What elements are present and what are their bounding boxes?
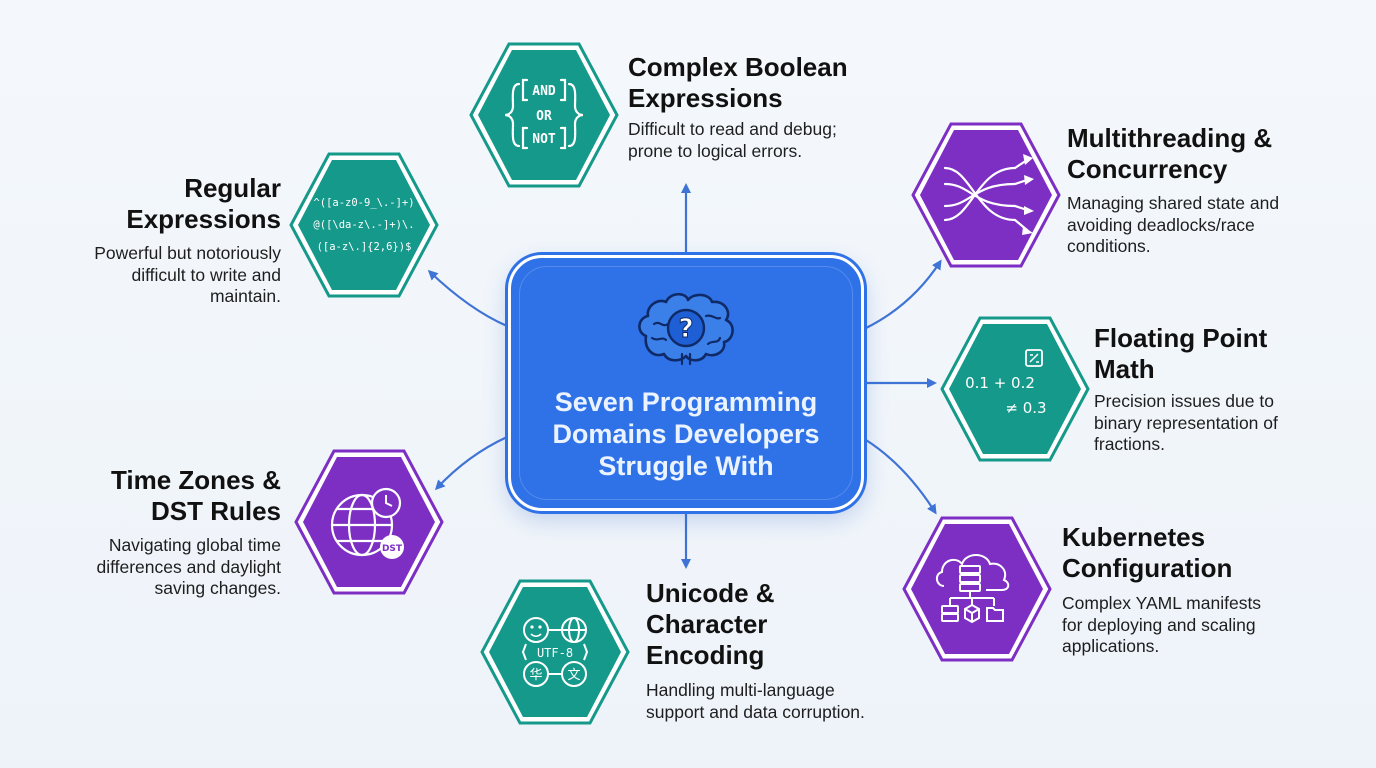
float-title-line-1: Floating Point <box>1094 323 1268 353</box>
arrow-to-timezones <box>434 436 508 491</box>
unicode-title-line-1: Unicode & <box>646 578 775 608</box>
timezones-title: Time Zones & DST Rules <box>111 465 281 527</box>
threads-hexagon <box>911 120 1061 270</box>
kubernetes-desc-line-2: for deploying and scaling <box>1062 614 1256 635</box>
unicode-title-line-2: Character <box>646 609 768 639</box>
regex-line-1: ^([a-z0-9_\.-]+) <box>313 197 414 209</box>
float-equation: 0.1 + 0.2 <box>965 374 1035 392</box>
float-result: ≠ 0.3 <box>1005 399 1046 417</box>
boolean-not-text: NOT <box>532 132 556 147</box>
unicode-glyph-1: 华 <box>529 668 542 683</box>
regex-desc-line-2: difficult to write and <box>131 264 281 285</box>
regex-title: Regular Expressions <box>126 173 281 235</box>
kubernetes-desc-line-1: Complex YAML manifests <box>1062 593 1262 613</box>
boolean-title: Complex Boolean Expressions <box>628 52 848 114</box>
float-description: Precision issues due to binary represent… <box>1094 391 1278 456</box>
boolean-title-line-2: Expressions <box>628 83 783 113</box>
timezones-desc-line-2: differences and daylight <box>96 556 281 577</box>
boolean-and-text: AND <box>532 84 556 99</box>
timezones-desc-line-1: Navigating global time <box>108 535 281 555</box>
regex-desc-line-1: Powerful but notoriously <box>94 243 281 263</box>
unicode-title-line-3: Encoding <box>646 640 765 670</box>
float-desc-line-2: binary representation of <box>1094 412 1278 433</box>
kubernetes-title-line-2: Configuration <box>1062 553 1233 583</box>
unicode-title: Unicode & Character Encoding <box>646 578 775 671</box>
boolean-hexagon: AND OR NOT <box>469 40 619 190</box>
timezones-desc-line-3: saving changes. <box>154 578 281 598</box>
kubernetes-title-line-1: Kubernetes <box>1062 522 1206 552</box>
timezones-title-line-2: DST Rules <box>150 496 281 526</box>
float-desc-line-1: Precision issues due to <box>1094 391 1274 411</box>
regex-desc-line-3: maintain. <box>209 286 281 306</box>
boolean-desc-line-1: Difficult to read and debug; <box>628 119 837 139</box>
cloud-cluster-icon <box>902 514 1052 664</box>
kubernetes-desc-line-3: applications. <box>1062 636 1160 656</box>
dst-badge-text: DST <box>382 544 403 554</box>
arrow-to-threads <box>865 259 942 329</box>
boolean-title-line-1: Complex Boolean <box>628 52 848 82</box>
threads-desc-line-3: conditions. <box>1067 236 1151 256</box>
regex-title-line-2: Expressions <box>126 204 281 234</box>
kubernetes-title: Kubernetes Configuration <box>1062 522 1232 584</box>
globe-clock-icon: DST <box>294 447 444 597</box>
timezones-description: Navigating global time differences and d… <box>96 535 281 600</box>
unicode-hexagon: UTF-8 华 文 <box>480 577 630 727</box>
regex-title-line-1: Regular <box>184 173 281 203</box>
regex-hexagon: ^([a-z0-9_\.-]+) @([\da-z\.-]+)\. ([a-z\… <box>289 150 439 300</box>
svg-text:?: ? <box>678 314 693 344</box>
unicode-desc-line-2: support and data corruption. <box>646 701 865 722</box>
unicode-desc-line-1: Handling multi-language <box>646 680 835 700</box>
boolean-desc-line-2: prone to logical errors. <box>628 140 803 161</box>
threads-description: Managing shared state and avoiding deadl… <box>1067 193 1279 258</box>
float-title: Floating Point Math <box>1094 323 1267 385</box>
float-desc-line-3: fractions. <box>1094 434 1165 454</box>
regex-line-2: @([\da-z\.-]+)\. <box>313 219 414 231</box>
timezones-hexagon: DST <box>294 447 444 597</box>
threads-title-line-1: Multithreading & <box>1067 123 1273 153</box>
threads-title-line-2: Concurrency <box>1067 154 1228 184</box>
intertwined-threads-icon <box>911 120 1061 270</box>
kubernetes-description: Complex YAML manifests for deploying and… <box>1062 593 1261 658</box>
encoding-globe-icon: UTF-8 华 文 <box>480 577 630 727</box>
boolean-braces-icon: AND OR NOT <box>469 40 619 190</box>
regex-pattern-icon: ^([a-z0-9_\.-]+) @([\da-z\.-]+)\. ([a-z\… <box>289 150 439 300</box>
brain-question-icon: ? <box>638 292 734 366</box>
boolean-description: Difficult to read and debug; prone to lo… <box>628 119 837 162</box>
boolean-or-text: OR <box>536 109 552 124</box>
float-title-line-2: Math <box>1094 354 1155 384</box>
arrow-to-kubernetes <box>865 439 937 515</box>
kubernetes-hexagon <box>902 514 1052 664</box>
central-topic-card: ? Seven Programming Domains Developers S… <box>508 255 864 511</box>
threads-title: Multithreading & Concurrency <box>1067 123 1272 185</box>
timezones-title-line-1: Time Zones & <box>110 465 281 495</box>
regex-line-3: ([a-z\.]{2,6})$ <box>317 241 412 253</box>
regex-description: Powerful but notoriously difficult to wr… <box>94 243 281 308</box>
arrow-to-regex <box>427 269 508 328</box>
calculator-math-icon: 0.1 + 0.2 ≠ 0.3 <box>940 314 1090 464</box>
unicode-description: Handling multi-language support and data… <box>646 680 865 723</box>
float-hexagon: 0.1 + 0.2 ≠ 0.3 <box>940 314 1090 464</box>
threads-desc-line-2: avoiding deadlocks/race <box>1067 214 1255 235</box>
central-title: Seven Programming Domains Developers Str… <box>552 387 820 481</box>
unicode-glyph-2: 文 <box>567 668 580 683</box>
threads-desc-line-1: Managing shared state and <box>1067 193 1280 213</box>
utf8-label: UTF-8 <box>537 646 573 660</box>
